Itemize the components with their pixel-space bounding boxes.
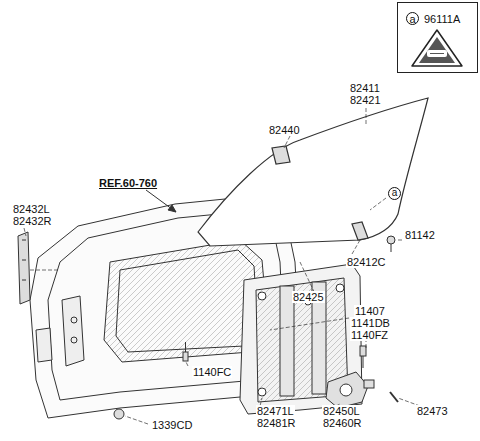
callout-number: 82471L bbox=[256, 405, 295, 417]
part-number: 96111A bbox=[424, 13, 460, 25]
legend-box: a 96111A bbox=[397, 2, 478, 73]
reference-note: REF.60-760 bbox=[98, 177, 158, 189]
reference-letter: a bbox=[406, 12, 419, 25]
glass-label-icon bbox=[412, 30, 462, 66]
callout-number: 11407 bbox=[354, 305, 386, 317]
callout-number: 82411 bbox=[349, 82, 381, 94]
callout-number: 82412C bbox=[346, 256, 387, 268]
callout-number: 1339CD bbox=[151, 419, 193, 431]
callout-number: 82432R bbox=[12, 215, 53, 227]
callout-number: 1140FC bbox=[192, 366, 232, 378]
reference-letter: a bbox=[388, 187, 401, 200]
callout-number: 82432L bbox=[12, 203, 51, 215]
callout-number: 82425 bbox=[292, 291, 325, 303]
ref-arrow bbox=[146, 190, 176, 212]
small-parts bbox=[18, 232, 398, 419]
callout-number: 82450L bbox=[322, 405, 361, 417]
callout-number: 82460R bbox=[322, 417, 363, 429]
leader-lines bbox=[24, 108, 420, 424]
window-regulator bbox=[240, 264, 362, 414]
callout-number: 1141DB bbox=[350, 317, 391, 329]
callout-number: 82421 bbox=[349, 94, 382, 106]
callout-number: 1140FZ bbox=[350, 329, 389, 341]
door-glass bbox=[198, 98, 428, 246]
callout-number: 82473 bbox=[416, 405, 449, 417]
regulator-motor bbox=[326, 372, 374, 408]
callout-number: 81142 bbox=[404, 229, 436, 241]
callout-number: 82481R bbox=[256, 417, 297, 429]
callout-number: 82440 bbox=[268, 124, 301, 136]
